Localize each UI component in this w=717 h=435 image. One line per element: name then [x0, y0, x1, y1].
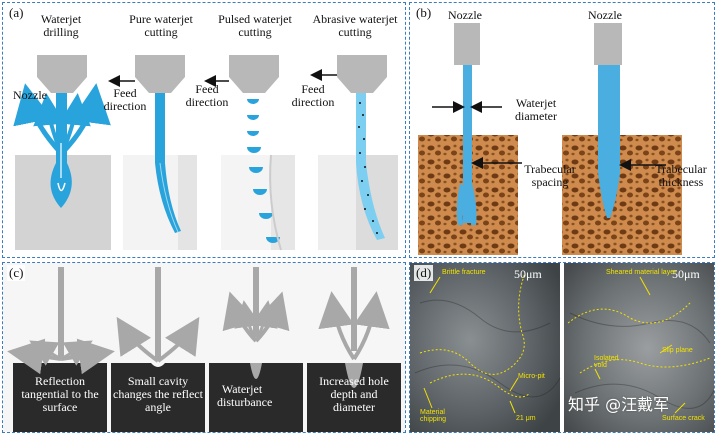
- nozzle-4: [337, 55, 387, 93]
- nozzle-b-right-label: Nozzle: [588, 9, 622, 22]
- label-isolated-void: Isolated void: [594, 355, 618, 369]
- label-micro-pit: Micro-pit: [518, 373, 545, 380]
- title-pure-waterjet-cutting: Pure waterjet cutting: [115, 13, 207, 39]
- panel-d: (d) 50μm 50μm Brittle fracture Micro-pit…: [409, 262, 715, 433]
- caption-small-cavity: Small cavity changes the reflect angle: [111, 375, 205, 414]
- panel-a-graphics: [3, 3, 406, 258]
- title-waterjet-drilling: Waterjet drilling: [25, 13, 97, 39]
- panel-b-label: (b): [414, 5, 433, 21]
- label-21um: 21 μm: [516, 415, 536, 422]
- panel-a: (a) Waterjet drilling Pure waterjet cutt…: [2, 2, 406, 258]
- waterjet-diameter-label: Waterjet diameter: [506, 97, 566, 123]
- feed-direction-label-2: Feed direction: [103, 87, 147, 113]
- panel-c-label: (c): [7, 265, 25, 281]
- workpiece-4-cut: [318, 155, 356, 250]
- label-sheared-layer: Sheared material layer: [606, 269, 676, 276]
- panel-b-graphics: [410, 3, 715, 258]
- nozzle-b-left-label: Nozzle: [448, 9, 482, 22]
- caption-increased-depth: Increased hole depth and diameter: [309, 375, 399, 414]
- trabecular-spacing-label: Trabecular spacing: [518, 163, 582, 189]
- label-slip-plane: Slip plane: [662, 347, 693, 354]
- panel-b: (b) Nozzle Nozzle Waterjet diameter Trab…: [409, 2, 715, 258]
- workpiece-3-cut: [221, 155, 271, 250]
- bone-block-right: [562, 135, 682, 255]
- feed-direction-label-4: Feed direction: [291, 83, 335, 109]
- feed-direction-label-3: Feed direction: [185, 83, 229, 109]
- panel-d-label: (d): [414, 265, 433, 281]
- nozzle-b-left: [454, 23, 480, 65]
- watermark: 知乎 @汪戴军: [568, 391, 669, 415]
- label-surface-crack: Surface crack: [662, 415, 705, 422]
- nozzle-label: Nozzle: [13, 89, 47, 102]
- title-pulsed-waterjet-cutting: Pulsed waterjet cutting: [209, 13, 301, 39]
- label-material-chipping: Material chipping: [420, 409, 456, 423]
- label-brittle-fracture: Brittle fracture: [442, 269, 486, 276]
- caption-reflection: Reflection tangential to the surface: [15, 375, 105, 414]
- panel-c: (c) Reflection tangential to the surface…: [2, 262, 406, 433]
- panel-a-label: (a): [7, 5, 25, 21]
- title-abrasive-waterjet-cutting: Abrasive waterjet cutting: [305, 13, 405, 39]
- nozzle-b-right: [594, 23, 622, 65]
- jet-narrow: [463, 65, 472, 223]
- nozzle-3: [229, 55, 279, 93]
- scale-bar-left: 50μm: [514, 267, 542, 282]
- trabecular-thickness-label: Trabecular thickness: [648, 163, 714, 189]
- caption-disturbance: Waterjet disturbance: [217, 383, 267, 409]
